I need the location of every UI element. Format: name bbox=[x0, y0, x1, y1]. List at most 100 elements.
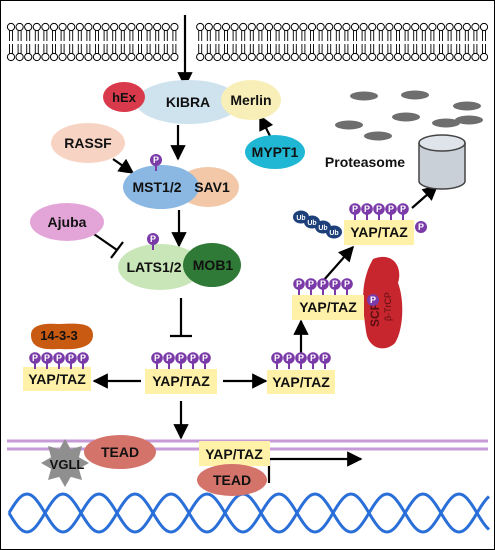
lipid-molecule bbox=[247, 44, 256, 62]
phospho-label: P bbox=[178, 353, 184, 363]
svg-text:P: P bbox=[370, 295, 376, 305]
lipid-molecule bbox=[135, 44, 145, 62]
phospho-group: P bbox=[341, 278, 353, 295]
lipid-molecule bbox=[58, 22, 67, 41]
phospho-label: P bbox=[154, 353, 160, 363]
lipid-molecule bbox=[428, 22, 437, 41]
phospho-label: P bbox=[376, 204, 382, 214]
lipid-molecule bbox=[282, 22, 291, 41]
phospho-label: P bbox=[322, 353, 328, 363]
lipid-molecule bbox=[153, 22, 162, 41]
lipid-molecule bbox=[462, 44, 471, 62]
trcp-label: β-TrCP bbox=[383, 292, 393, 321]
transcription-arrow bbox=[267, 451, 363, 483]
phospho-group: P bbox=[151, 352, 163, 369]
phospho-group: P bbox=[65, 352, 77, 369]
lipid-molecule bbox=[118, 22, 127, 41]
svg-text:YAP/TAZ: YAP/TAZ bbox=[350, 224, 408, 240]
cell-membrane bbox=[6, 22, 489, 62]
lipid-molecule bbox=[264, 22, 274, 41]
lipid-molecule bbox=[58, 44, 67, 62]
peptide-fragment bbox=[455, 115, 483, 125]
phospho-label: P bbox=[32, 353, 38, 363]
lipid-molecule bbox=[428, 44, 437, 62]
lipid-molecule bbox=[230, 44, 239, 62]
phospho-label: P bbox=[166, 353, 172, 363]
lipid-molecule bbox=[350, 22, 360, 41]
lipid-molecule bbox=[118, 44, 127, 62]
svg-text:P: P bbox=[418, 222, 424, 232]
lipid-molecule bbox=[359, 44, 368, 62]
lipid-molecule bbox=[325, 22, 334, 41]
phospho-group: P bbox=[163, 352, 175, 369]
ajuba-label: Ajuba bbox=[48, 214, 87, 230]
lipid-molecule bbox=[170, 22, 179, 41]
hex-label: hEx bbox=[112, 90, 137, 105]
phospho-group: P bbox=[77, 352, 89, 369]
lipid-molecule bbox=[462, 22, 471, 41]
phospho-group: P bbox=[295, 352, 307, 369]
phospho-group: P bbox=[41, 352, 53, 369]
kibra-label: KIBRA bbox=[166, 94, 210, 110]
lipid-molecule bbox=[359, 22, 368, 41]
phospho-group: P bbox=[317, 278, 329, 295]
phospho-group: P bbox=[361, 203, 373, 220]
lipid-molecule bbox=[67, 22, 76, 41]
lipid-molecule bbox=[32, 22, 41, 41]
lipid-molecule bbox=[471, 44, 480, 62]
phospho-label: P bbox=[190, 353, 196, 363]
lipid-molecule bbox=[411, 44, 420, 62]
lipid-molecule bbox=[221, 22, 231, 41]
phospho-label: P bbox=[298, 353, 304, 363]
lipid-molecule bbox=[290, 44, 299, 62]
mst-sav-complex: MST1/2 SAV1 P bbox=[123, 154, 239, 209]
lipid-molecule bbox=[299, 44, 308, 62]
lipid-molecule bbox=[368, 22, 377, 41]
kibra-node: KIBRA bbox=[136, 80, 240, 124]
mob1-label: MOB1 bbox=[193, 257, 234, 273]
lipid-molecule bbox=[221, 44, 231, 62]
lipid-molecule bbox=[32, 44, 41, 62]
phospho-label: P bbox=[286, 353, 292, 363]
phospho-group: P bbox=[329, 278, 341, 295]
phospho-label: P bbox=[320, 279, 326, 289]
lipid-molecule bbox=[256, 22, 265, 41]
phospho-group: P bbox=[199, 352, 211, 369]
lats12-label: LATS1/2 bbox=[127, 259, 182, 275]
lipid-molecule bbox=[75, 44, 84, 62]
peptide-fragment bbox=[364, 131, 392, 141]
lipid-molecule bbox=[213, 44, 222, 62]
lipid-molecule bbox=[256, 44, 265, 62]
lipid-molecule bbox=[350, 44, 360, 62]
peptide-fragment bbox=[392, 112, 420, 122]
yaptaz-tead-nuclear: YAP/TAZ TEAD bbox=[197, 441, 270, 496]
arrow-yap-up-2 bbox=[322, 245, 355, 282]
lipid-molecule bbox=[49, 22, 59, 41]
lipid-molecule bbox=[307, 44, 317, 62]
lipid-molecule bbox=[204, 22, 213, 41]
peptide-fragment bbox=[350, 91, 378, 101]
phospho-group: P bbox=[349, 203, 361, 220]
phospho-group: P bbox=[271, 352, 283, 369]
svg-text:YAP/TAZ: YAP/TAZ bbox=[152, 373, 210, 389]
lipid-molecule bbox=[67, 44, 76, 62]
ub-label: Ub bbox=[318, 225, 327, 232]
mypt1-node: MYPT1 bbox=[245, 135, 305, 169]
svg-text:YAP/TAZ: YAP/TAZ bbox=[272, 374, 330, 390]
lipid-molecule bbox=[84, 44, 93, 62]
proteasome-label: Proteasome bbox=[325, 154, 405, 170]
dna-helix bbox=[7, 492, 491, 534]
scf-trcp-complex: SCF β-TrCP bbox=[363, 256, 403, 349]
lipid-molecule bbox=[393, 44, 403, 62]
lipid-molecule bbox=[402, 44, 411, 62]
phospho-label: P bbox=[400, 204, 406, 214]
lipid-molecule bbox=[15, 22, 24, 41]
inhibit-ajuba-bar bbox=[110, 241, 124, 259]
lipid-molecule bbox=[127, 22, 136, 41]
phospho-label: P bbox=[274, 353, 280, 363]
ubiquitin: Ub bbox=[326, 225, 342, 239]
svg-text:YAP/TAZ: YAP/TAZ bbox=[299, 299, 357, 315]
mypt1-label: MYPT1 bbox=[252, 144, 299, 160]
lipid-molecule bbox=[15, 44, 24, 62]
